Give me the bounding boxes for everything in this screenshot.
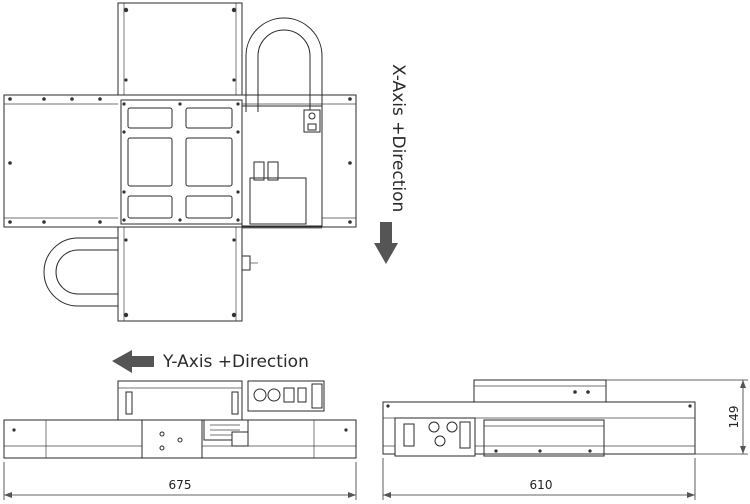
side-height-value: 149 xyxy=(727,406,741,429)
front-width-dimension: 675 xyxy=(3,462,357,500)
top-view xyxy=(3,2,357,322)
front-view xyxy=(3,380,357,459)
y-axis-label: Y-Axis +Direction xyxy=(162,352,309,372)
y-stage-bolts xyxy=(123,7,237,318)
side-view xyxy=(382,379,696,457)
side-height-dimension: 149 xyxy=(606,379,748,455)
front-motor-block xyxy=(247,380,325,412)
front-carriage xyxy=(117,380,243,421)
y-axis-arrow-icon xyxy=(112,350,154,373)
cable-chain-top xyxy=(245,17,323,112)
x-axis-arrow-icon xyxy=(374,222,398,264)
center-plate-bolts xyxy=(122,102,240,222)
front-width-value: 675 xyxy=(169,478,192,492)
side-width-dimension: 610 xyxy=(382,458,696,500)
x-axis-direction-indicator: X-Axis +Direction xyxy=(374,64,408,264)
center-plate xyxy=(120,99,243,225)
front-lower-plate xyxy=(141,419,203,459)
y-axis-direction-indicator: Y-Axis +Direction xyxy=(112,350,309,373)
x-axis-label: X-Axis +Direction xyxy=(388,64,408,212)
cable-chain-bottom xyxy=(43,237,118,307)
side-width-value: 610 xyxy=(530,478,553,492)
side-right-housing xyxy=(483,419,605,457)
x-stage-bolts xyxy=(8,97,352,224)
